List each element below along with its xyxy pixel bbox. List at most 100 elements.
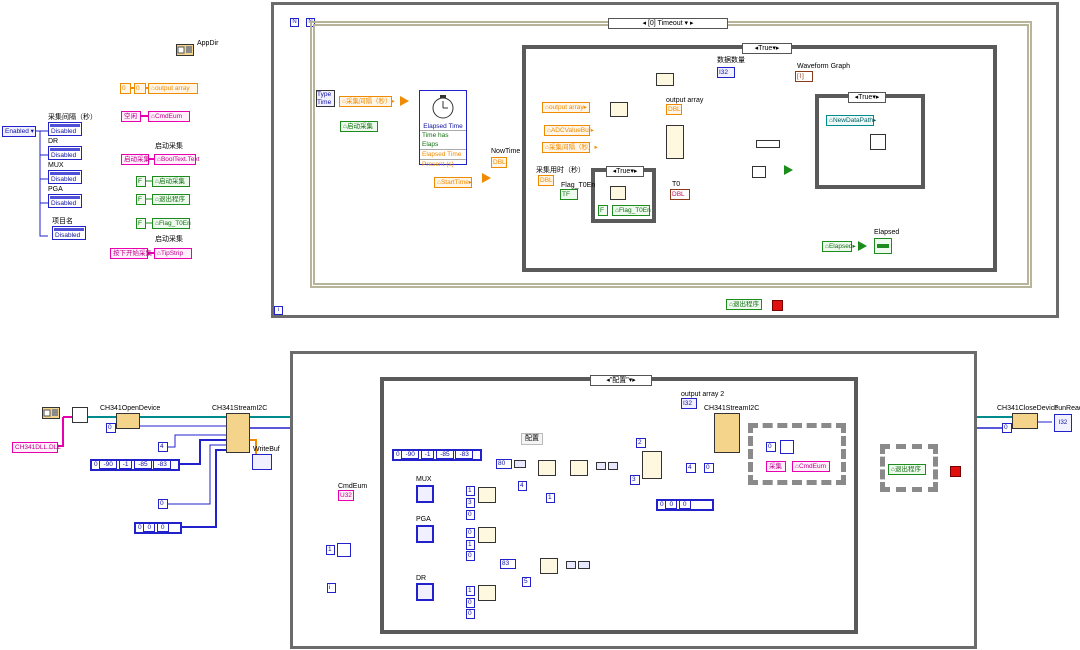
stop-terminal[interactable] (772, 300, 783, 311)
mux-c3[interactable]: 3 (466, 498, 475, 508)
elapsed-ref[interactable]: ⌂Elapsed▸ (822, 241, 856, 252)
dr-c1[interactable]: 1 (466, 586, 475, 596)
start-sampling-ref[interactable]: ⌂启动采集 (340, 121, 378, 132)
app-dir-node[interactable] (176, 44, 194, 56)
const-3[interactable]: 3 (630, 475, 640, 485)
wait-const[interactable]: 0 (766, 442, 776, 452)
prop-node-interval[interactable]: Disabled (48, 122, 82, 136)
bool-text-node[interactable]: ⌂BoolText.Text (154, 154, 200, 165)
start-tip-label: 启动采集 (155, 236, 183, 243)
logic-node-5 (608, 462, 618, 470)
wait-ms-node (780, 440, 794, 454)
array-const-1[interactable]: 0 -90 -1 -85 -83 (90, 459, 180, 471)
prop-node-dr[interactable]: Disabled (48, 146, 82, 160)
const-0h[interactable]: 0 (704, 463, 714, 473)
output-array-local[interactable]: ⌂output array (148, 83, 198, 94)
start-sampling-const[interactable]: 启动采集 (121, 154, 150, 165)
case-t0-selector[interactable]: ◂True▾▸ (606, 166, 644, 177)
elapsed-time-vi[interactable]: Elapsed Time Time has Elaps Elapsed Time… (419, 90, 467, 168)
stream-i2c-vi[interactable] (226, 413, 250, 453)
exit-local-bottom[interactable]: ⌂退出程序 (888, 464, 926, 475)
start-time-ref[interactable]: ⌂StartTime▸ (434, 177, 472, 188)
false-const-3[interactable]: F (136, 218, 146, 229)
array-const-4[interactable]: 0 0 0 (656, 499, 714, 511)
pga-c1b[interactable]: 1 (546, 493, 555, 503)
sample-interval-ref2[interactable]: ⌂采集间隔（秒）▸ (542, 142, 598, 153)
new-data-path-ref[interactable]: ⌂NewDataPath▸ (826, 115, 876, 126)
pga-c1[interactable]: 1 (466, 540, 475, 550)
stop-terminal-bottom[interactable] (950, 466, 961, 477)
prop-node-project[interactable]: Disabled (52, 226, 86, 240)
false-const-t0[interactable]: F (598, 205, 608, 216)
tip-strip-node[interactable]: ⌂TipStrip (154, 248, 192, 259)
array-const-3[interactable]: 0 0 0 (134, 522, 182, 534)
output-array-const[interactable]: 0 (120, 83, 131, 94)
event-selector[interactable]: ◂ [0] Timeout ▾ ▸ (608, 18, 728, 29)
false-const-1[interactable]: F (136, 176, 146, 187)
enabled-constant[interactable]: Enabled ▾ (2, 126, 36, 137)
dr-c5[interactable]: 5 (522, 577, 531, 587)
open-device-const[interactable]: 0 (106, 423, 116, 433)
open-device-vi[interactable] (116, 413, 140, 429)
dr-c0b[interactable]: 0 (466, 609, 475, 619)
mux-c1[interactable]: 1 (466, 486, 475, 496)
dr-logic-3 (578, 561, 590, 569)
hex-83-const[interactable]: 83 (500, 559, 516, 569)
array-const-2[interactable]: 0 -90 -1 -85 -83 (392, 449, 482, 461)
case-outer-selector[interactable]: ◂True▾▸ (742, 43, 792, 54)
case-outer[interactable] (522, 45, 997, 272)
fun-read-label: FunRead (1054, 405, 1080, 412)
close-device-vi[interactable] (1012, 413, 1038, 429)
prop-node-pga[interactable]: Disabled (48, 194, 82, 208)
start-tip-const[interactable]: 按下开始采集 (110, 248, 152, 259)
write-buf-label: WriteBuf (253, 446, 280, 453)
pga-control[interactable] (416, 525, 434, 543)
sequence-frame[interactable] (748, 423, 846, 485)
start-sampling-local[interactable]: ⌂启动采集 (152, 176, 190, 187)
mux-c4[interactable]: 4 (518, 481, 527, 491)
logic-node-1 (514, 460, 526, 468)
sample-const[interactable]: 采集 (766, 461, 786, 472)
elapsed-label: Elapsed (874, 229, 900, 236)
pga-c0b[interactable]: 0 (466, 551, 475, 561)
bottom-event-structure[interactable] (380, 377, 858, 634)
stream-i2c-label: CH341StreamI2C (212, 405, 268, 412)
elapsed-indicator (874, 238, 892, 254)
cmd-eum-local2[interactable]: ⌂CmdEum (792, 461, 830, 472)
mux-control[interactable] (416, 485, 434, 503)
cmd-eum-terminal[interactable]: U32 (338, 490, 354, 501)
output-array-ref[interactable]: ⌂output array▸ (542, 102, 590, 113)
mux-c0[interactable]: 0 (466, 510, 475, 520)
exit-ref[interactable]: ⌂退出程序 (726, 299, 762, 310)
flag-t0en-ref[interactable]: ⌂Flag_T0En (612, 205, 651, 216)
dll-folder-node[interactable] (42, 407, 60, 419)
dr-c0[interactable]: 0 (466, 598, 475, 608)
idle-const[interactable]: 空闲 (121, 111, 141, 122)
false-const-2[interactable]: F (136, 194, 146, 205)
exit-local[interactable]: ⌂退出程序 (152, 194, 190, 205)
dr-control[interactable] (416, 583, 434, 601)
case-inner-selector[interactable]: ◂True▾▸ (848, 92, 886, 103)
const-0b[interactable]: 0 (158, 499, 168, 509)
bottom-while-loop[interactable] (290, 351, 977, 649)
const-4b[interactable]: 4 (686, 463, 696, 473)
subtract-node (482, 173, 491, 183)
const-2[interactable]: 2 (636, 438, 646, 448)
zero-const[interactable]: 0 (134, 83, 146, 94)
dr-node (478, 585, 496, 601)
top-while-loop[interactable] (271, 2, 1059, 318)
exit-frame[interactable] (880, 444, 938, 492)
hex-80-const[interactable]: 80 (496, 459, 512, 469)
const-4[interactable]: 4 (158, 442, 168, 452)
pga-c0[interactable]: 0 (466, 528, 475, 538)
build-path-node (72, 407, 88, 423)
sample-interval-ref[interactable]: ⌂采集间隔（秒）▸ (339, 96, 395, 107)
flag-t0en-local[interactable]: ⌂Flag_T0En (152, 218, 191, 229)
adc-value-buf-ref[interactable]: ⌂ADCValueBuf▸ (544, 125, 594, 136)
prop-node-mux[interactable]: Disabled (48, 170, 82, 184)
dll-path-const[interactable]: CH341DLL.DLL (12, 442, 61, 453)
stream-i2c2-vi[interactable] (714, 413, 740, 453)
close-device-const[interactable]: 0 (1002, 423, 1012, 433)
bottom-event-selector[interactable]: ◂"配置"▾▸ (590, 375, 652, 386)
cmd-eum-local[interactable]: ⌂CmdEum (148, 111, 190, 122)
